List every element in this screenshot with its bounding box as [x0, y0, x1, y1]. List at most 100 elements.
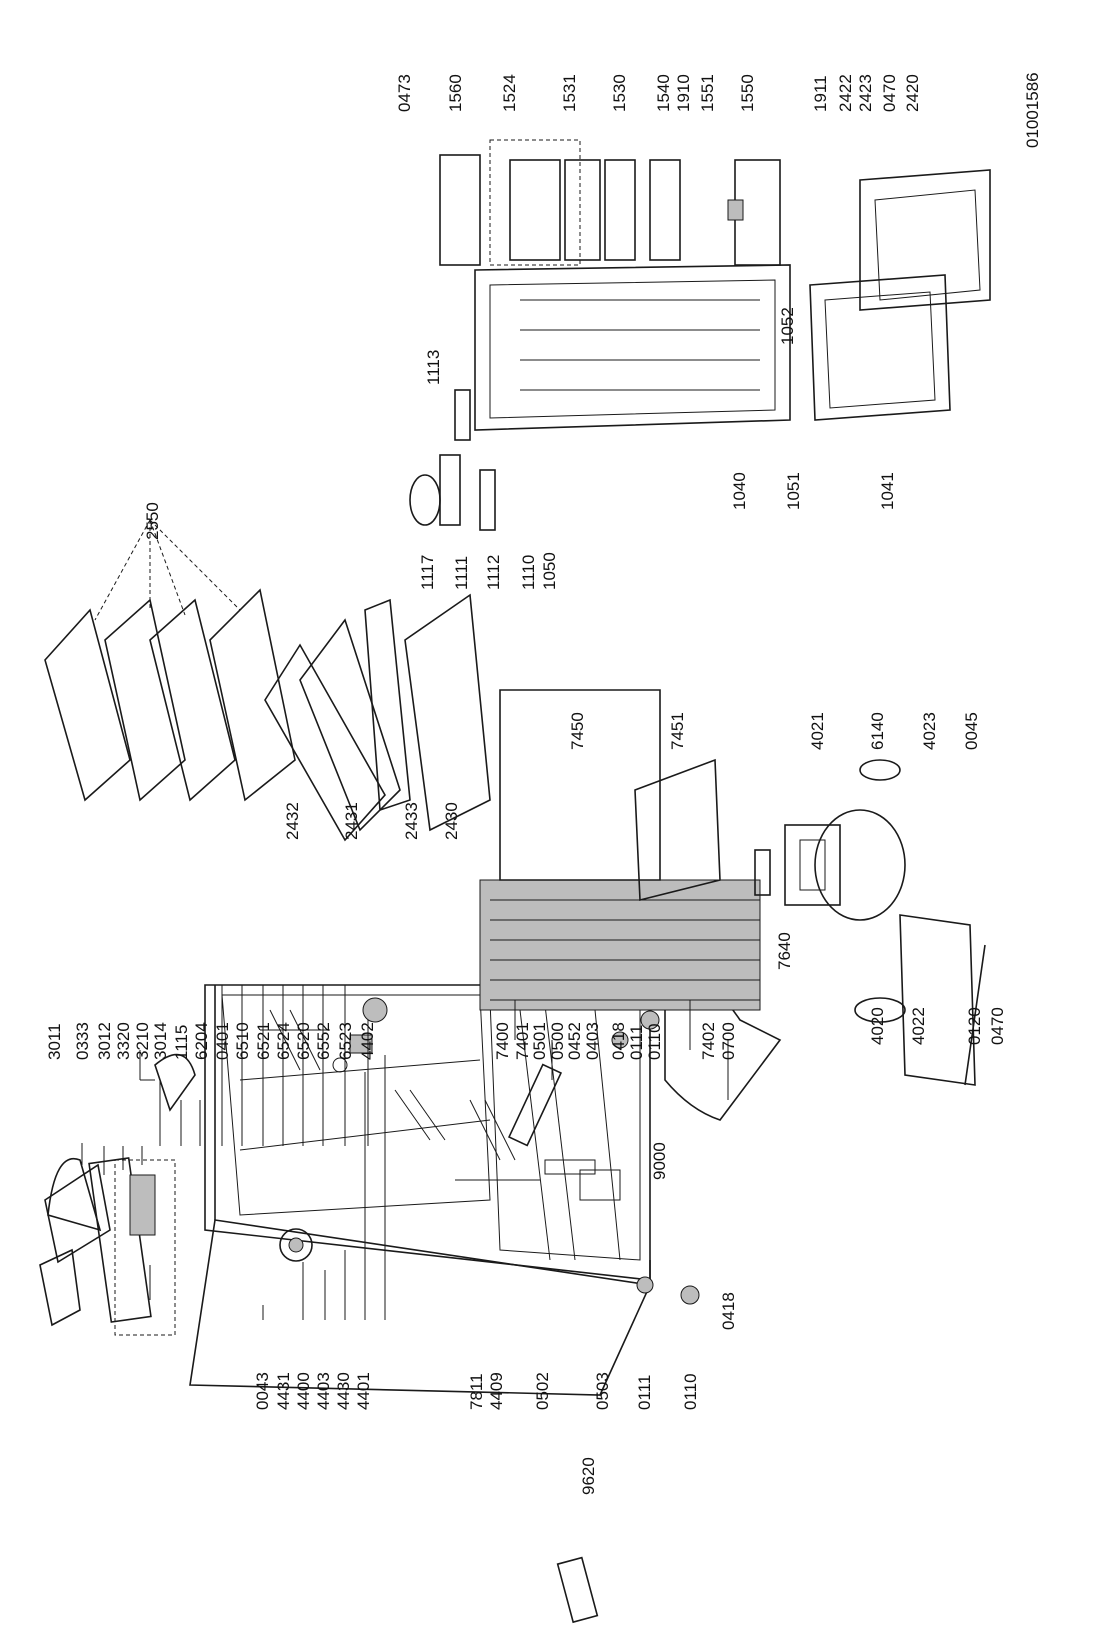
label-4430: 4430 [334, 1372, 353, 1410]
label-0401: 0401 [213, 1022, 232, 1060]
label-1111: 1111 [452, 556, 471, 590]
label-0045: 0045 [962, 712, 981, 750]
label-1531: 1531 [560, 74, 579, 112]
condenser [479, 689, 761, 1011]
label-0473: 0473 [395, 74, 414, 112]
label-2420: 2420 [903, 74, 922, 112]
compressor-relay [784, 824, 841, 906]
shelves-2550 [44, 588, 296, 802]
hinge-part [611, 1031, 629, 1049]
label-2422: 2422 [836, 74, 855, 112]
label-1551: 1551 [698, 74, 717, 112]
document-code: 01001586 [1023, 72, 1042, 148]
label-7400: 7400 [493, 1022, 512, 1060]
label-3210: 3210 [133, 1022, 152, 1060]
rear-cover [499, 689, 661, 881]
label-0418a: 0418 [609, 1022, 628, 1060]
label-9620: 9620 [579, 1457, 598, 1495]
label-1910: 1910 [674, 74, 693, 112]
label-7401: 7401 [513, 1022, 532, 1060]
label-6140: 6140 [868, 712, 887, 750]
label-4400: 4400 [294, 1372, 313, 1410]
label-0503: 0503 [593, 1372, 612, 1410]
label-6523: 6523 [336, 1022, 355, 1060]
dryer-filter [754, 849, 771, 896]
label-1115: 1115 [172, 1025, 191, 1060]
door-balconies [439, 139, 781, 266]
foot [636, 1276, 654, 1294]
label-1911: 1911 [811, 75, 830, 112]
label-1040: 1040 [730, 472, 749, 510]
label-0111b: 0111 [635, 1375, 654, 1410]
door-handle [556, 1556, 599, 1624]
label-7402: 7402 [699, 1022, 718, 1060]
label-4022: 4022 [909, 1007, 928, 1045]
drawer-front-2433 [364, 598, 411, 812]
label-0043: 0043 [253, 1372, 272, 1410]
washer [409, 474, 441, 526]
leader-lines [81, 985, 729, 1320]
label-4402: 4402 [358, 1022, 377, 1060]
label-1540: 1540 [654, 74, 673, 112]
label-4403: 4403 [314, 1372, 333, 1410]
lamp-cover [279, 1228, 313, 1262]
label-0700: 0700 [719, 1022, 738, 1060]
label-0111a: 0111 [627, 1025, 646, 1060]
compressor [784, 759, 906, 1023]
label-0500: 0500 [548, 1022, 567, 1060]
label-1052: 1052 [778, 307, 797, 345]
label-1117: 1117 [418, 555, 437, 590]
label-2550: 2550 [143, 502, 162, 540]
hinge-top [479, 469, 496, 531]
label-7451: 7451 [668, 712, 687, 750]
compressor-base [899, 914, 976, 1086]
label-6520: 6520 [294, 1022, 313, 1060]
hinge-cover [439, 454, 461, 526]
compressor-cover [634, 758, 721, 902]
label-4020: 4020 [868, 1007, 887, 1045]
label-1524: 1524 [500, 74, 519, 112]
label-0418b: 0418 [719, 1292, 738, 1330]
door-lower-1041 [809, 274, 951, 421]
label-0502: 0502 [533, 1372, 552, 1410]
label-2431: 2431 [342, 802, 361, 840]
label-1051: 1051 [784, 472, 803, 510]
label-6204: 6204 [192, 1022, 211, 1060]
label-3320: 3320 [114, 1022, 133, 1060]
label-6521: 6521 [254, 1022, 273, 1060]
label-0452: 0452 [565, 1022, 584, 1060]
electronic-board [139, 1050, 196, 1112]
adjustable-foot [680, 1285, 700, 1305]
label-2430: 2430 [442, 802, 461, 840]
hinge-upper [454, 389, 471, 441]
label-6524: 6524 [274, 1022, 293, 1060]
door-upper-1040 [474, 264, 791, 431]
label-7450: 7450 [568, 712, 587, 750]
label-4431: 4431 [274, 1372, 293, 1410]
adjustable-foot-2 [640, 1010, 660, 1030]
freezer-drawer [859, 169, 991, 311]
label-3012: 3012 [95, 1022, 114, 1060]
label-9000: 9000 [650, 1142, 669, 1180]
label-0501: 0501 [530, 1022, 549, 1060]
label-0110a: 0110 [645, 1023, 664, 1060]
fan-grid [362, 997, 388, 1023]
label-4021: 4021 [808, 712, 827, 750]
label-1050: 1050 [540, 552, 559, 590]
label-1112: 1112 [484, 555, 503, 590]
tray-2430 [404, 593, 491, 832]
label-0470a: 0470 [880, 74, 899, 112]
label-1550: 1550 [738, 74, 757, 112]
label-2423: 2423 [856, 74, 875, 112]
drain-pipe [964, 944, 986, 1086]
label-4023: 4023 [920, 712, 939, 750]
top-cover-assembly [39, 1157, 176, 1336]
label-1041: 1041 [878, 472, 897, 510]
label-1560: 1560 [446, 74, 465, 112]
label-7640: 7640 [775, 932, 794, 970]
thermostat [349, 1034, 373, 1054]
label-1113: 1113 [424, 350, 443, 385]
label-4401: 4401 [354, 1372, 373, 1410]
shelf-callout-lines [94, 519, 241, 621]
